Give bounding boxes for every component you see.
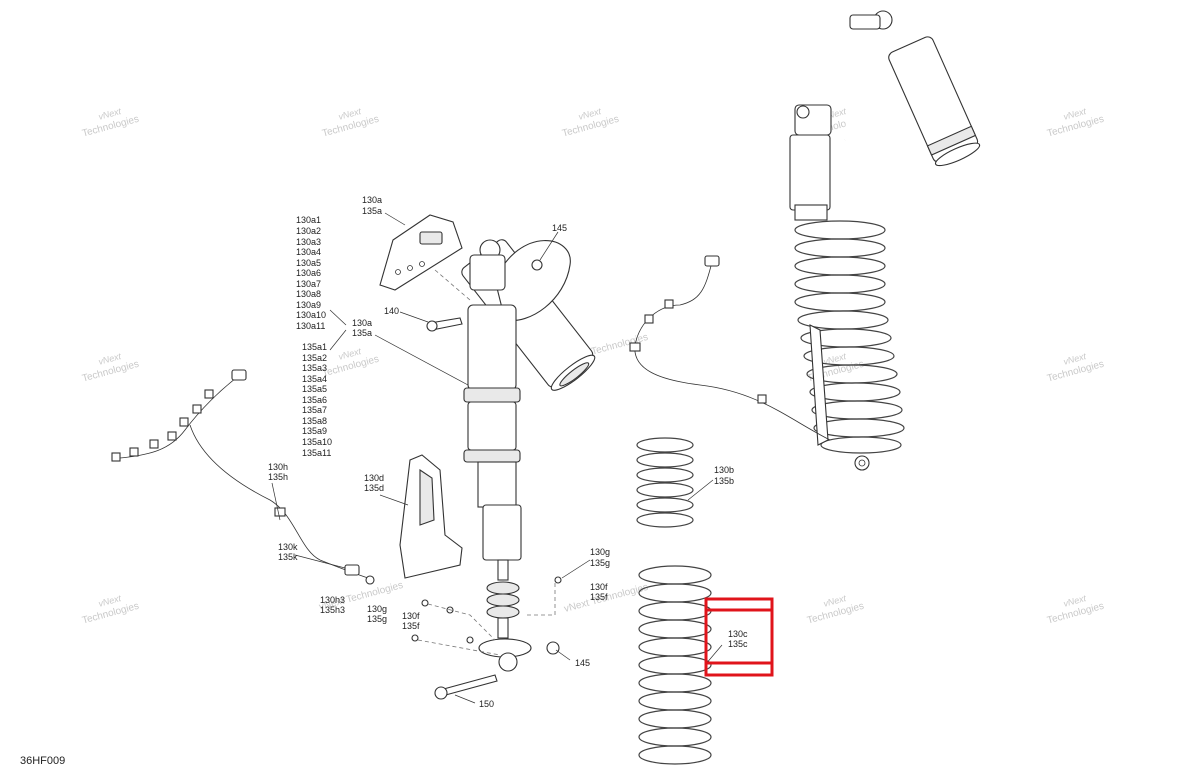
callout-130a9[interactable]: 130a9 [296,300,321,310]
leader-lines [271,212,723,704]
callout-135d[interactable]: 135d [364,483,384,493]
watermark: vNext Technologies [321,346,380,379]
callout-135a4[interactable]: 135a4 [302,374,327,384]
callout-135g-left[interactable]: 135g [367,614,387,624]
watermark: vNext Technologies [1046,351,1105,384]
callout-130g-left[interactable]: 130g [367,604,387,614]
callout-135a[interactable]: 135a [362,206,382,216]
assembled-shock-right [789,10,981,471]
callout-130h[interactable]: 130h [268,462,288,472]
callout-135h3[interactable]: 135h3 [320,605,345,615]
callout-135f-left[interactable]: 135f [402,621,420,631]
watermark: vNext Technologies [81,106,140,139]
callout-135c[interactable]: 135c [728,639,748,649]
callout-135a5[interactable]: 135a5 [302,384,327,394]
callout-130a-mid[interactable]: 130a [352,318,372,328]
callout-130a6[interactable]: 130a6 [296,268,321,278]
callout-135a3[interactable]: 135a3 [302,363,327,373]
callout-135a8[interactable]: 135a8 [302,416,327,426]
callout-135h[interactable]: 135h [268,472,288,482]
diagram-id: 36HF009 [20,755,65,767]
callout-135a2[interactable]: 135a2 [302,353,327,363]
callout-130b[interactable]: 130b [714,465,734,475]
callout-130f-left[interactable]: 130f [402,611,420,621]
shock-guard [399,454,463,579]
callout-130f-right[interactable]: 130f [590,582,608,592]
callout-130a11[interactable]: 130a11 [296,321,325,331]
watermark: vNext Technologies [81,593,140,626]
callout-130a2[interactable]: 130a2 [296,226,321,236]
callout-135k[interactable]: 135k [278,552,298,562]
sensor-harness-left [111,369,375,585]
callout-130a3[interactable]: 130a3 [296,237,321,247]
coil-spring-130b [636,437,694,528]
callout-130k[interactable]: 130k [278,542,298,552]
callout-130a[interactable]: 130a [362,195,382,205]
callout-130c[interactable]: 130c [728,629,748,639]
callout-135a11[interactable]: 135a11 [302,448,331,458]
callout-130a4[interactable]: 130a4 [296,247,321,257]
callout-130a7[interactable]: 130a7 [296,279,321,289]
callout-135a6[interactable]: 135a6 [302,395,327,405]
callout-130a5[interactable]: 130a5 [296,258,321,268]
watermark: vNext Technologies [806,593,865,626]
exploded-shock-center [379,214,596,700]
callout-135f-right[interactable]: 135f [590,592,608,602]
callout-140[interactable]: 140 [384,306,399,316]
watermark: vNext Technologies [561,106,620,139]
callout-130d[interactable]: 130d [364,473,384,483]
callout-135a9[interactable]: 135a9 [302,426,327,436]
watermark: vNext Technologies [321,106,380,139]
callout-145[interactable]: 145 [552,223,567,233]
callout-135g-right[interactable]: 135g [590,558,610,568]
callout-135a7[interactable]: 135a7 [302,405,327,415]
callout-135a10[interactable]: 135a10 [302,437,332,447]
callout-150[interactable]: 150 [479,699,494,709]
watermark: vNext Technologies [1046,593,1105,626]
coil-spring-130c [638,565,712,765]
part-labels: 130a 135a 145 130a1 130a2 130a3 130a4 13… [268,195,748,709]
selected-callout-highlight [704,597,774,677]
callout-130g-right[interactable]: 130g [590,547,610,557]
callout-130a8[interactable]: 130a8 [296,289,321,299]
callout-130a1[interactable]: 130a1 [296,215,321,225]
callout-135a1[interactable]: 135a1 [302,342,327,352]
callout-135a-mid[interactable]: 135a [352,328,372,338]
shock-reservoir [888,36,981,167]
watermark: vNext Technologies [1046,106,1105,139]
callout-135b[interactable]: 135b [714,476,734,486]
callout-130h3[interactable]: 130h3 [320,595,345,605]
watermark: vNext Technologies [81,351,140,384]
bump-stop [486,581,520,619]
installed-coil-spring [794,220,905,454]
callout-145-bottom[interactable]: 145 [575,658,590,668]
callout-130a10[interactable]: 130a10 [296,310,326,320]
callout-list-130a: 130a1 130a2 130a3 130a4 130a5 130a6 130a… [296,215,326,331]
sensor-harness-right [629,255,831,441]
callout-list-135a: 135a1 135a2 135a3 135a4 135a5 135a6 135a… [302,342,332,458]
